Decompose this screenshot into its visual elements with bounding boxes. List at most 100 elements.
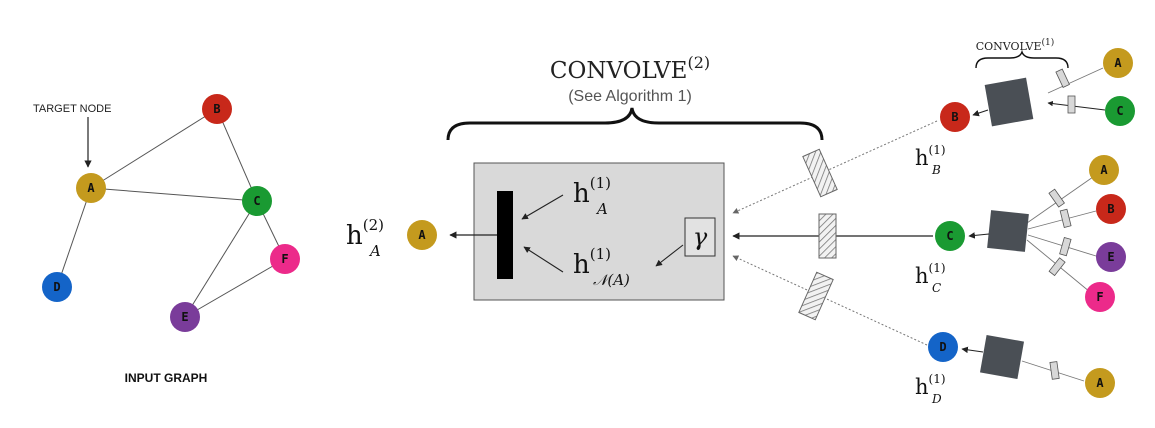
convolve2-block: CONVOLVE(2) (See Algorithm 1) h(1)A h(1)… [346, 53, 824, 301]
input-d-a-circle [1085, 368, 1115, 398]
convolve2-title-text: CONVOLVE [550, 58, 688, 84]
arrow-h-n-to-bar [523, 246, 564, 273]
graph-node-d: D [42, 272, 72, 302]
h-c-1-sub: C [932, 281, 941, 295]
input-graph: TARGET NODE A B C D E F INPUT GRAPH [33, 94, 300, 385]
graph-node-b: B [202, 94, 232, 124]
target-node-label: TARGET NODE [33, 103, 111, 115]
level1-node-c-circle [935, 221, 965, 251]
convolve1-group-d: D A h(1) D [915, 332, 1115, 406]
line-b-a [1047, 67, 1104, 94]
convolve1-title-text: CONVOLVE [976, 40, 1042, 53]
node-b-circle [202, 94, 232, 124]
output-node-a-circle [407, 220, 437, 250]
level1-node-b-circle [940, 102, 970, 132]
h-a-1-label: h(1) A [573, 174, 611, 218]
graph-node-e: E [170, 302, 200, 332]
input-c-e-label: E [1107, 250, 1114, 264]
arrow-square-to-b [972, 109, 989, 117]
level1-node-b-label: B [951, 110, 958, 124]
h-b-1-sup: (1) [929, 143, 946, 157]
input-d-a-label: A [1096, 376, 1104, 390]
gamma-symbol: γ [693, 223, 708, 251]
input-c-e-circle [1096, 242, 1126, 272]
h-c-1-letter: h [915, 264, 929, 288]
input-b-a-label: A [1114, 56, 1122, 70]
h-d-1-label: h(1) D [915, 372, 946, 406]
weight-c-a [1048, 188, 1065, 208]
input-c-a-label: A [1100, 163, 1108, 177]
convolve1-title-sup: (1) [1042, 37, 1055, 48]
h-b-1-sub: B [931, 163, 941, 177]
node-d-label: D [53, 280, 60, 294]
line-b-to-convolve2 [732, 120, 938, 214]
convolve2-title-sup: (2) [687, 53, 710, 72]
weight-c-e [1059, 236, 1072, 257]
node-e-label: E [181, 310, 188, 324]
convolve1-brace [975, 49, 1069, 69]
input-c-f-circle [1085, 282, 1115, 312]
weight-c-b [1059, 208, 1072, 228]
level1-node-d-circle [928, 332, 958, 362]
h-a-1-letter: h [573, 179, 590, 209]
h-n-a-1-sub: 𝒩(A) [593, 271, 630, 289]
arrow-square-to-c [968, 232, 990, 239]
h-d-1-sup: (1) [929, 372, 946, 386]
h-b-1-letter: h [915, 146, 929, 170]
arrow-square-to-d [961, 346, 984, 354]
level1-to-convolve2 [732, 120, 938, 346]
node-d-circle [42, 272, 72, 302]
weight-d-a [1049, 361, 1060, 380]
line-d-to-convolve2 [732, 255, 928, 346]
line-b-c [1047, 100, 1106, 111]
input-c-b-label: B [1107, 202, 1114, 216]
node-f-label: F [281, 252, 288, 266]
convolve1-c-square [987, 210, 1029, 252]
node-c-circle [242, 186, 272, 216]
h-a-1-sup: (1) [590, 174, 611, 192]
edge-a-d [56, 187, 92, 288]
input-b-c-label: C [1116, 104, 1123, 118]
edge-c-e [184, 200, 258, 318]
h-n-a-1-letter: h [573, 250, 590, 280]
h-a-2-letter: h [346, 221, 363, 251]
weight-b-c [1067, 95, 1076, 114]
convolve2-brace [446, 107, 824, 141]
weight-c-f [1048, 257, 1066, 277]
input-b-c-circle [1105, 96, 1135, 126]
node-f-circle [270, 244, 300, 274]
arrow-gamma-to-hn [655, 244, 684, 267]
arrow-h-a-to-bar [521, 194, 564, 220]
graph-node-c: C [242, 186, 272, 216]
graph-node-f: F [270, 244, 300, 274]
convolve1-group-c: C A B E F h(1)C [915, 155, 1126, 312]
level1-node-d-label: D [939, 340, 946, 354]
h-d-1-sub: D [931, 392, 942, 406]
input-b-a-circle [1103, 48, 1133, 78]
graph-node-a: A [76, 173, 106, 203]
edge-a-c [90, 187, 258, 202]
convolve1-group-b: CONVOLVE(1) B A C h(1)B [915, 37, 1135, 177]
h-a-1-sub: A [595, 200, 608, 218]
h-n-a-1-label: h(1) 𝒩(A) [573, 245, 630, 289]
h-c-1-sup: (1) [929, 261, 946, 275]
h-a-2-sup: (2) [363, 216, 384, 234]
level1-node-c-label: C [946, 229, 953, 243]
convolve2-subtitle: (See Algorithm 1) [568, 88, 692, 105]
node-c-label: C [253, 194, 260, 208]
convolve1-d-square [979, 334, 1025, 380]
node-a-circle [76, 173, 106, 203]
h-n-a-1-sup: (1) [590, 245, 611, 263]
convolve2-title: CONVOLVE(2) [550, 53, 710, 84]
weight-b-a [1055, 68, 1070, 88]
h-d-1-letter: h [915, 375, 929, 399]
convolve1-b-square [984, 77, 1034, 127]
gamma-box [684, 217, 716, 257]
aggregation-bar [497, 191, 513, 279]
node-a-label: A [87, 181, 95, 195]
weight-b-hatched [802, 148, 838, 198]
weight-c-hatched [818, 213, 837, 259]
input-graph-caption: INPUT GRAPH [125, 371, 208, 385]
output-node-a-label: A [418, 228, 426, 242]
